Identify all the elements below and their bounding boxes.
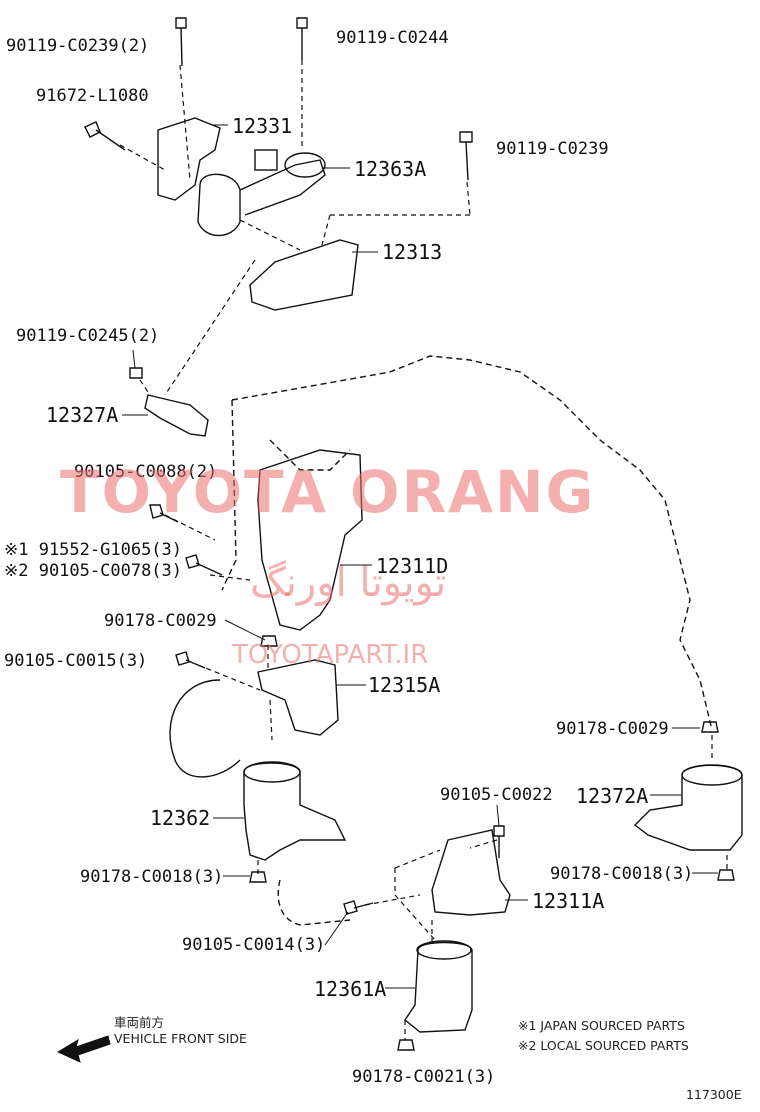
part-label: 90178-C0018(3) <box>550 864 694 884</box>
part-label: 12311D <box>376 554 449 578</box>
bracket-12331 <box>157 117 221 201</box>
part-label: 90178-C0029 <box>556 719 669 739</box>
mount-12361a <box>404 941 473 1033</box>
part-label: 12311A <box>532 889 605 913</box>
transaxle-outline <box>169 679 241 778</box>
part-label: 90178-C0021(3) <box>352 1067 496 1087</box>
part-label: 12315A <box>368 673 441 697</box>
direction-label-en: VEHICLE FRONT SIDE <box>114 1031 247 1046</box>
mount-12363a <box>197 173 241 237</box>
part-label: 90119-C0239(2) <box>6 36 150 56</box>
note-local-sourced: ※2 LOCAL SOURCED PARTS <box>518 1038 689 1053</box>
part-label: 12313 <box>382 240 443 264</box>
bracket-12311d <box>257 449 363 631</box>
part-label: 12363A <box>354 157 427 181</box>
part-label: 90119-C0244 <box>336 28 449 48</box>
bracket-12315a <box>257 659 339 736</box>
engine-outline <box>231 355 713 731</box>
part-label: 90119-C0245(2) <box>16 326 160 346</box>
part-label: ※2 90105-C0078(3) <box>4 561 183 581</box>
part-label: ※1 91552-G1065(3) <box>4 540 183 560</box>
part-label: 90105-C0022 <box>440 785 553 805</box>
part-label: 12327A <box>46 403 119 427</box>
bracket-12313 <box>249 239 359 311</box>
part-label: 90119-C0239 <box>496 139 609 159</box>
figure-code: 117300E <box>686 1087 742 1102</box>
note-japan-sourced: ※1 JAPAN SOURCED PARTS <box>518 1018 685 1033</box>
stay-12327a <box>144 394 209 437</box>
bracket-12311a <box>431 829 511 916</box>
bolt-shapes <box>84 17 735 1051</box>
part-label: 12362 <box>150 806 211 830</box>
part-label: 91672-L1080 <box>36 86 149 106</box>
part-label: 90105-C0014(3) <box>182 935 326 955</box>
part-label: 90178-C0018(3) <box>80 867 224 887</box>
part-label: 12331 <box>232 114 293 138</box>
part-label: 90105-C0088(2) <box>74 462 218 482</box>
part-label: 12361A <box>314 977 387 1001</box>
part-label: 90178-C0029 <box>104 611 217 631</box>
part-label: 90105-C0015(3) <box>4 651 148 671</box>
part-label: 12372A <box>576 784 649 808</box>
direction-label-jp: 車両前方 <box>114 1015 165 1030</box>
front-direction-arrow-icon <box>56 1035 111 1063</box>
mount-12372a <box>633 764 743 851</box>
